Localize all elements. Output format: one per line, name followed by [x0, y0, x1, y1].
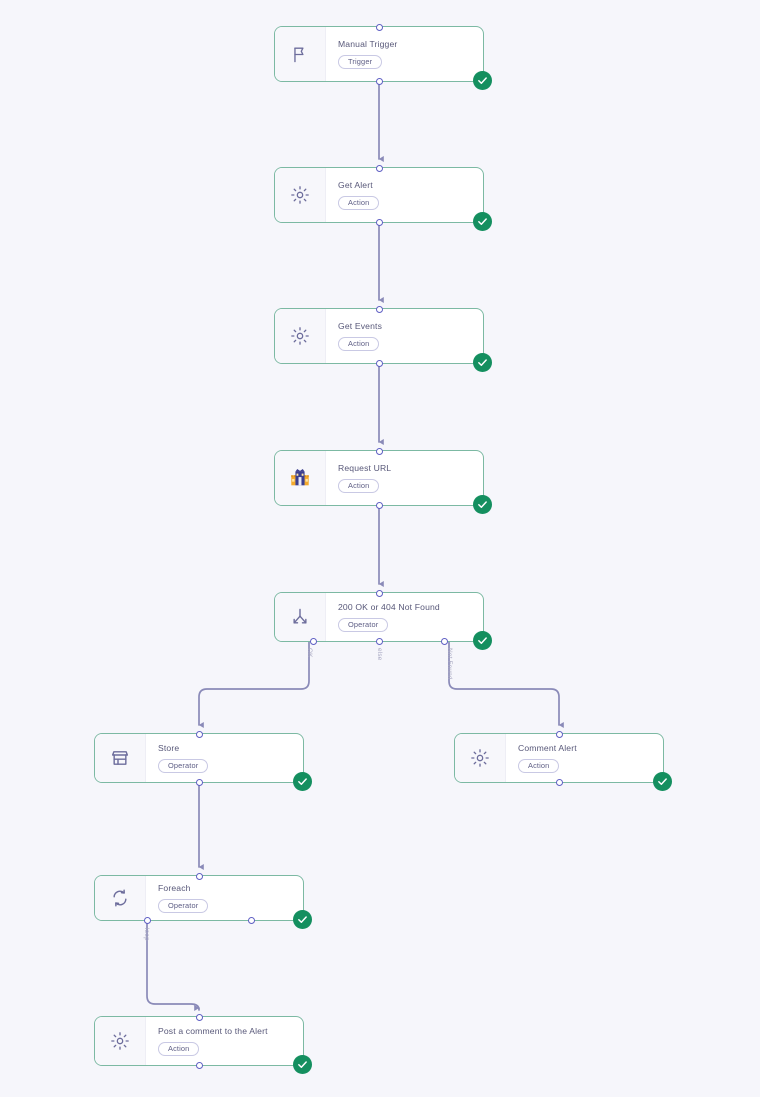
castle-emoji-icon — [275, 451, 326, 505]
port-input[interactable] — [375, 164, 383, 172]
node-body: Get Events Action — [326, 309, 483, 363]
node-body: Get Alert Action — [326, 168, 483, 222]
gear-icon — [95, 1017, 146, 1065]
node-type-pill: Trigger — [338, 54, 383, 69]
node-comment-alert[interactable]: Comment Alert Action — [454, 730, 672, 791]
node-type-pill: Action — [338, 478, 380, 493]
port-input[interactable] — [555, 730, 563, 738]
node-type-pill: Action — [338, 195, 380, 210]
status-badge-success — [293, 910, 312, 929]
status-badge-success — [293, 1055, 312, 1074]
port-input[interactable] — [375, 23, 383, 31]
node-type-pill: Operator — [338, 617, 389, 632]
node-type-pill: Action — [518, 758, 560, 773]
status-badge-success — [293, 772, 312, 791]
gear-icon — [455, 734, 506, 782]
node-body: Manual Trigger Trigger — [326, 27, 483, 81]
edge-branch-notfound-comment-alert — [448, 641, 564, 729]
node-request-url[interactable]: Request URL Action — [274, 447, 492, 514]
port-output-done[interactable] — [248, 916, 255, 924]
node-type-pill: Operator — [158, 758, 209, 773]
port-output[interactable] — [375, 359, 383, 367]
node-type-pill: Operator — [158, 898, 209, 913]
node-body: Store Operator — [146, 734, 303, 782]
node-title: Get Alert — [338, 180, 373, 191]
node-title: Manual Trigger — [338, 39, 398, 50]
port-input[interactable] — [375, 589, 383, 597]
edge-label-else: else — [376, 648, 383, 661]
gear-icon — [275, 168, 326, 222]
node-status-branch[interactable]: 200 OK or 404 Not Found Operator — [274, 589, 492, 650]
port-output[interactable] — [555, 778, 563, 786]
edge-label-ok: OK — [306, 648, 313, 658]
port-output-else[interactable] — [375, 637, 383, 645]
edge-foreach-loop-post-comment — [146, 920, 200, 1011]
port-output-not-found[interactable] — [441, 637, 448, 645]
node-type-pill: Action — [158, 1041, 200, 1056]
edge-branch-ok-store — [198, 641, 310, 729]
flag-icon — [275, 27, 326, 81]
status-badge-success — [473, 353, 492, 372]
node-manual-trigger[interactable]: Manual Trigger Trigger — [274, 23, 492, 90]
node-title: Request URL — [338, 463, 392, 474]
node-body: Post a comment to the Alert Action — [146, 1017, 303, 1065]
node-title: Get Events — [338, 321, 383, 332]
port-output[interactable] — [375, 218, 383, 226]
status-badge-success — [653, 772, 672, 791]
port-output[interactable] — [195, 1061, 203, 1069]
node-title: 200 OK or 404 Not Found — [338, 602, 440, 613]
node-store[interactable]: Store Operator — [94, 730, 312, 791]
branch-icon — [275, 593, 326, 641]
port-output[interactable] — [195, 778, 203, 786]
edge-label-not-found: Not Found — [446, 648, 453, 680]
node-get-alert[interactable]: Get Alert Action — [274, 164, 492, 231]
node-foreach[interactable]: Foreach Operator — [94, 872, 312, 929]
port-input[interactable] — [195, 872, 203, 880]
port-input[interactable] — [375, 447, 383, 455]
port-input[interactable] — [195, 730, 203, 738]
status-badge-success — [473, 212, 492, 231]
node-body: 200 OK or 404 Not Found Operator — [326, 593, 483, 641]
node-title: Comment Alert — [518, 743, 577, 754]
node-body: Request URL Action — [326, 451, 483, 505]
port-input[interactable] — [195, 1013, 203, 1021]
port-output-ok[interactable] — [310, 637, 317, 645]
node-body: Foreach Operator — [146, 876, 303, 920]
node-title: Foreach — [158, 883, 191, 894]
node-get-events[interactable]: Get Events Action — [274, 305, 492, 372]
node-title: Store — [158, 743, 180, 754]
node-post-comment[interactable]: Post a comment to the Alert Action — [94, 1013, 312, 1074]
status-badge-success — [473, 71, 492, 90]
node-title: Post a comment to the Alert — [158, 1026, 268, 1037]
gear-icon — [275, 309, 326, 363]
status-badge-success — [473, 495, 492, 514]
port-output[interactable] — [375, 501, 383, 509]
status-badge-success — [473, 631, 492, 650]
port-output[interactable] — [375, 77, 383, 85]
store-icon — [95, 734, 146, 782]
node-body: Comment Alert Action — [506, 734, 663, 782]
node-type-pill: Action — [338, 336, 380, 351]
edge-label-loop: loop — [143, 928, 150, 941]
loop-icon — [95, 876, 146, 920]
port-input[interactable] — [375, 305, 383, 313]
port-output-loop[interactable] — [144, 916, 151, 924]
